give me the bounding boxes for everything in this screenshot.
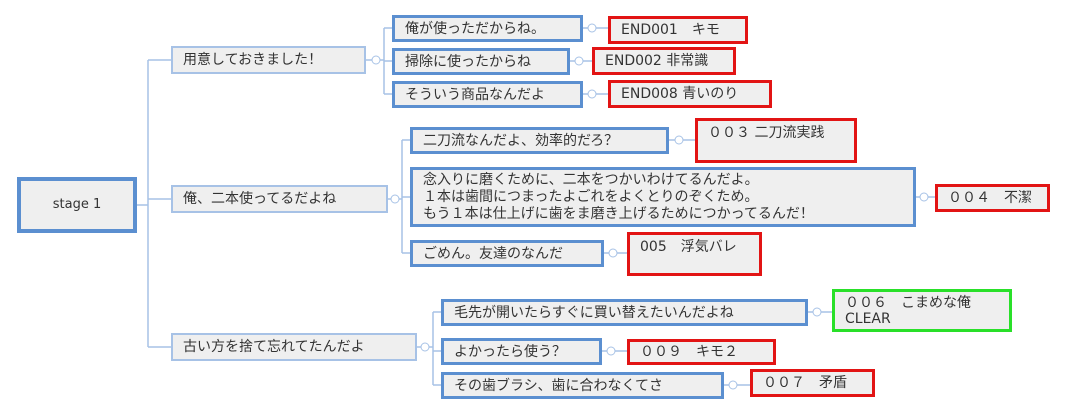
choice-topic[interactable]: よかったら使う？ [441,338,602,365]
ending-result[interactable]: ００４ 不潔 [935,184,1050,212]
branch-topic[interactable]: 俺、二本使ってるだよね [171,185,388,213]
choice-topic[interactable]: そういう商品なんだよ [392,81,583,108]
ending-result[interactable]: ００９ キモ２ [627,339,776,365]
ending-result[interactable]: 005 浮気バレ [627,232,762,276]
ending-result[interactable]: END002 非常識 [592,47,736,75]
branch-topic[interactable]: 用意しておきました！ [171,46,366,74]
root-topic[interactable]: stage 1 [17,177,137,233]
choice-topic[interactable]: 掃除に使ったからね [392,48,570,75]
ending-result[interactable]: ００３ 二刀流実践 [695,118,857,163]
branch-topic[interactable]: 古い方を捨て忘れてたんだよ [171,333,417,361]
choice-topic[interactable]: ごめん。友達のなんだ [410,240,604,267]
ending-result[interactable]: ００７ 矛盾 [750,369,875,397]
clear-result[interactable]: ００６ こまめな俺 CLEAR [832,289,1012,332]
ending-result[interactable]: END008 青いのり [608,80,772,108]
choice-topic[interactable]: 毛先が開いたらすぐに買い替えたいんだよね [441,299,808,326]
choice-topic[interactable]: 俺が使っただからね。 [392,15,583,42]
choice-topic[interactable]: その歯ブラシ、歯に合わなくてさ [441,372,724,399]
choice-topic[interactable]: 二刀流なんだよ、効率的だろ？ [410,127,669,154]
choice-topic[interactable]: 念入りに磨くために、二本をつかいわけてるんだよ。 １本は歯間につまったよごれをよ… [410,167,916,227]
ending-result[interactable]: END001 キモ [608,16,748,44]
